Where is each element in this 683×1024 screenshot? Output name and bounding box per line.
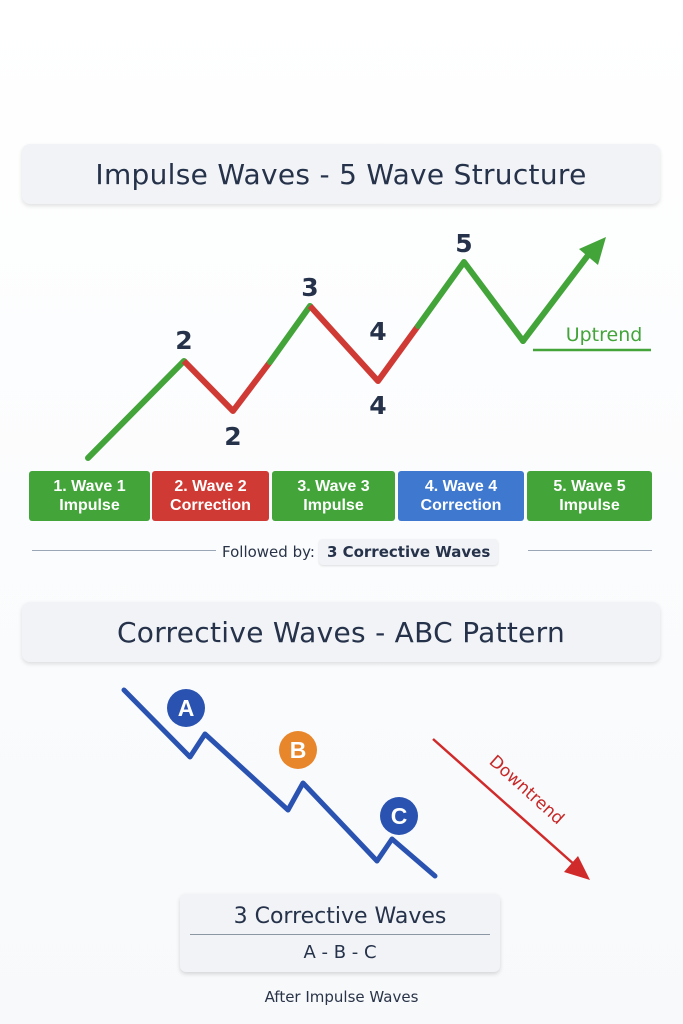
wave3-segment: [267, 303, 313, 365]
label-top-4: 4: [369, 317, 386, 346]
label-peak-3: 3: [301, 273, 318, 302]
marker-b: B: [279, 731, 317, 769]
wave-box-5-title: 5. Wave 5: [553, 478, 626, 495]
uptrend-arrow: [520, 247, 595, 344]
label-peak-2: 2: [175, 326, 192, 355]
followed-divider-right: [528, 550, 652, 551]
wave-box-3-type: Impulse: [303, 497, 364, 514]
wave-box-5: 5. Wave 5 Impulse: [527, 471, 652, 521]
wave-box-1: 1. Wave 1 Impulse: [29, 471, 150, 521]
wave-box-3-title: 3. Wave 3: [297, 478, 370, 495]
impulse-title: Impulse Waves - 5 Wave Structure: [95, 157, 587, 191]
abc-summary-card: 3 Corrective Waves A - B - C: [180, 894, 500, 972]
label-peak-5: 5: [455, 229, 472, 258]
downtrend-label: Downtrend: [485, 752, 568, 829]
followed-by-row: Followed by: 3 Corrective Waves: [222, 538, 499, 566]
wave-box-5-type: Impulse: [559, 497, 620, 514]
followed-divider-left: [32, 550, 216, 551]
wave-box-2: 2. Wave 2 Correction: [152, 471, 269, 521]
wave5-segment: [415, 259, 526, 344]
uptrend-arrowhead: [579, 237, 606, 265]
wave-box-1-title: 1. Wave 1: [53, 478, 126, 495]
corrective-title-card: Corrective Waves - ABC Pattern: [22, 602, 660, 662]
abc-card-divider: [190, 934, 490, 935]
impulse-title-card: Impulse Waves - 5 Wave Structure: [22, 144, 660, 204]
wave-box-4-title: 4. Wave 4: [424, 478, 498, 495]
wave4-segment: [307, 303, 421, 384]
marker-c-label: C: [391, 803, 408, 829]
marker-c: C: [380, 797, 418, 835]
followed-by-label: Followed by:: [222, 543, 315, 561]
marker-a-label: A: [178, 695, 195, 721]
abc-card-subtitle: A - B - C: [303, 942, 377, 963]
marker-b-label: B: [290, 737, 307, 763]
abc-wave-line: [121, 687, 438, 879]
followed-by-badge: 3 Corrective Waves: [318, 539, 499, 565]
wave2-segment: [181, 358, 273, 414]
after-impulse-caption: After Impulse Waves: [264, 988, 419, 1006]
wave-box-1-type: Impulse: [59, 497, 120, 514]
label-low-4: 4: [369, 391, 386, 420]
corrective-title: Corrective Waves - ABC Pattern: [116, 615, 566, 649]
abc-card-title: 3 Corrective Waves: [233, 904, 447, 929]
wave-box-2-type: Correction: [170, 497, 251, 514]
wave1-segment: [85, 358, 187, 461]
downtrend-arrow: [432, 738, 577, 867]
label-low-2: 2: [224, 422, 241, 451]
downtrend-arrowhead: [564, 856, 590, 880]
marker-a: A: [167, 689, 205, 727]
wave-box-4-type: Correction: [420, 497, 502, 514]
wave-box-2-title: 2. Wave 2: [174, 478, 247, 495]
wave-box-3: 3. Wave 3 Impulse: [272, 471, 395, 521]
wave-box-4: 4. Wave 4 Correction: [398, 471, 524, 521]
uptrend-label: Uptrend: [566, 324, 643, 346]
